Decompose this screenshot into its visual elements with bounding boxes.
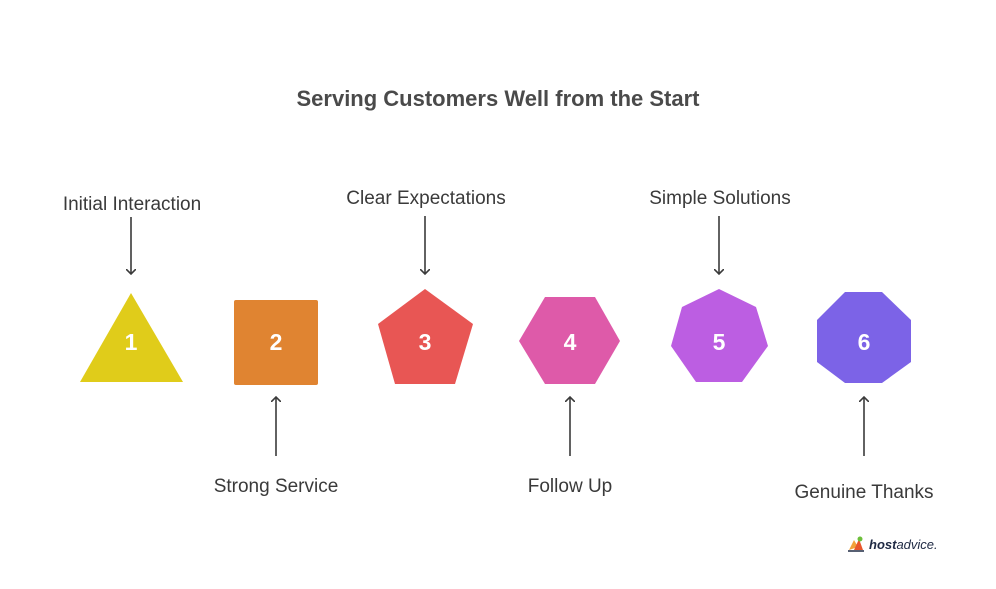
step-1-label: Initial Interaction: [62, 194, 202, 215]
diagram-title: Serving Customers Well from the Start: [296, 86, 700, 111]
brand-advice-text: advice.: [896, 536, 938, 552]
step-1-number: 1: [125, 329, 138, 355]
step-6-label: Genuine Thanks: [794, 482, 934, 503]
hostadvice-logo-icon: [848, 536, 864, 552]
step-1-triangle: [80, 293, 183, 382]
step-6-octagon: [817, 292, 911, 383]
step-6-number: 6: [858, 329, 871, 355]
step-4-hexagon: [519, 297, 620, 384]
step-3-pentagon: [378, 289, 473, 384]
step-3-label: Clear Expectations: [346, 188, 506, 209]
step-2-square: [234, 300, 318, 385]
step-5-label: Simple Solutions: [649, 188, 791, 209]
hostadvice-logo: hostadvice.: [846, 533, 938, 555]
step-2-number: 2: [270, 329, 283, 355]
step-5-heptagon: [671, 289, 768, 382]
step-5-number: 5: [713, 329, 726, 355]
step-2-label: Strong Service: [213, 476, 339, 497]
step-4-label: Follow Up: [527, 476, 613, 497]
step-4-number: 4: [564, 329, 577, 355]
step-3-number: 3: [419, 329, 432, 355]
brand-host-text: host: [869, 536, 897, 552]
